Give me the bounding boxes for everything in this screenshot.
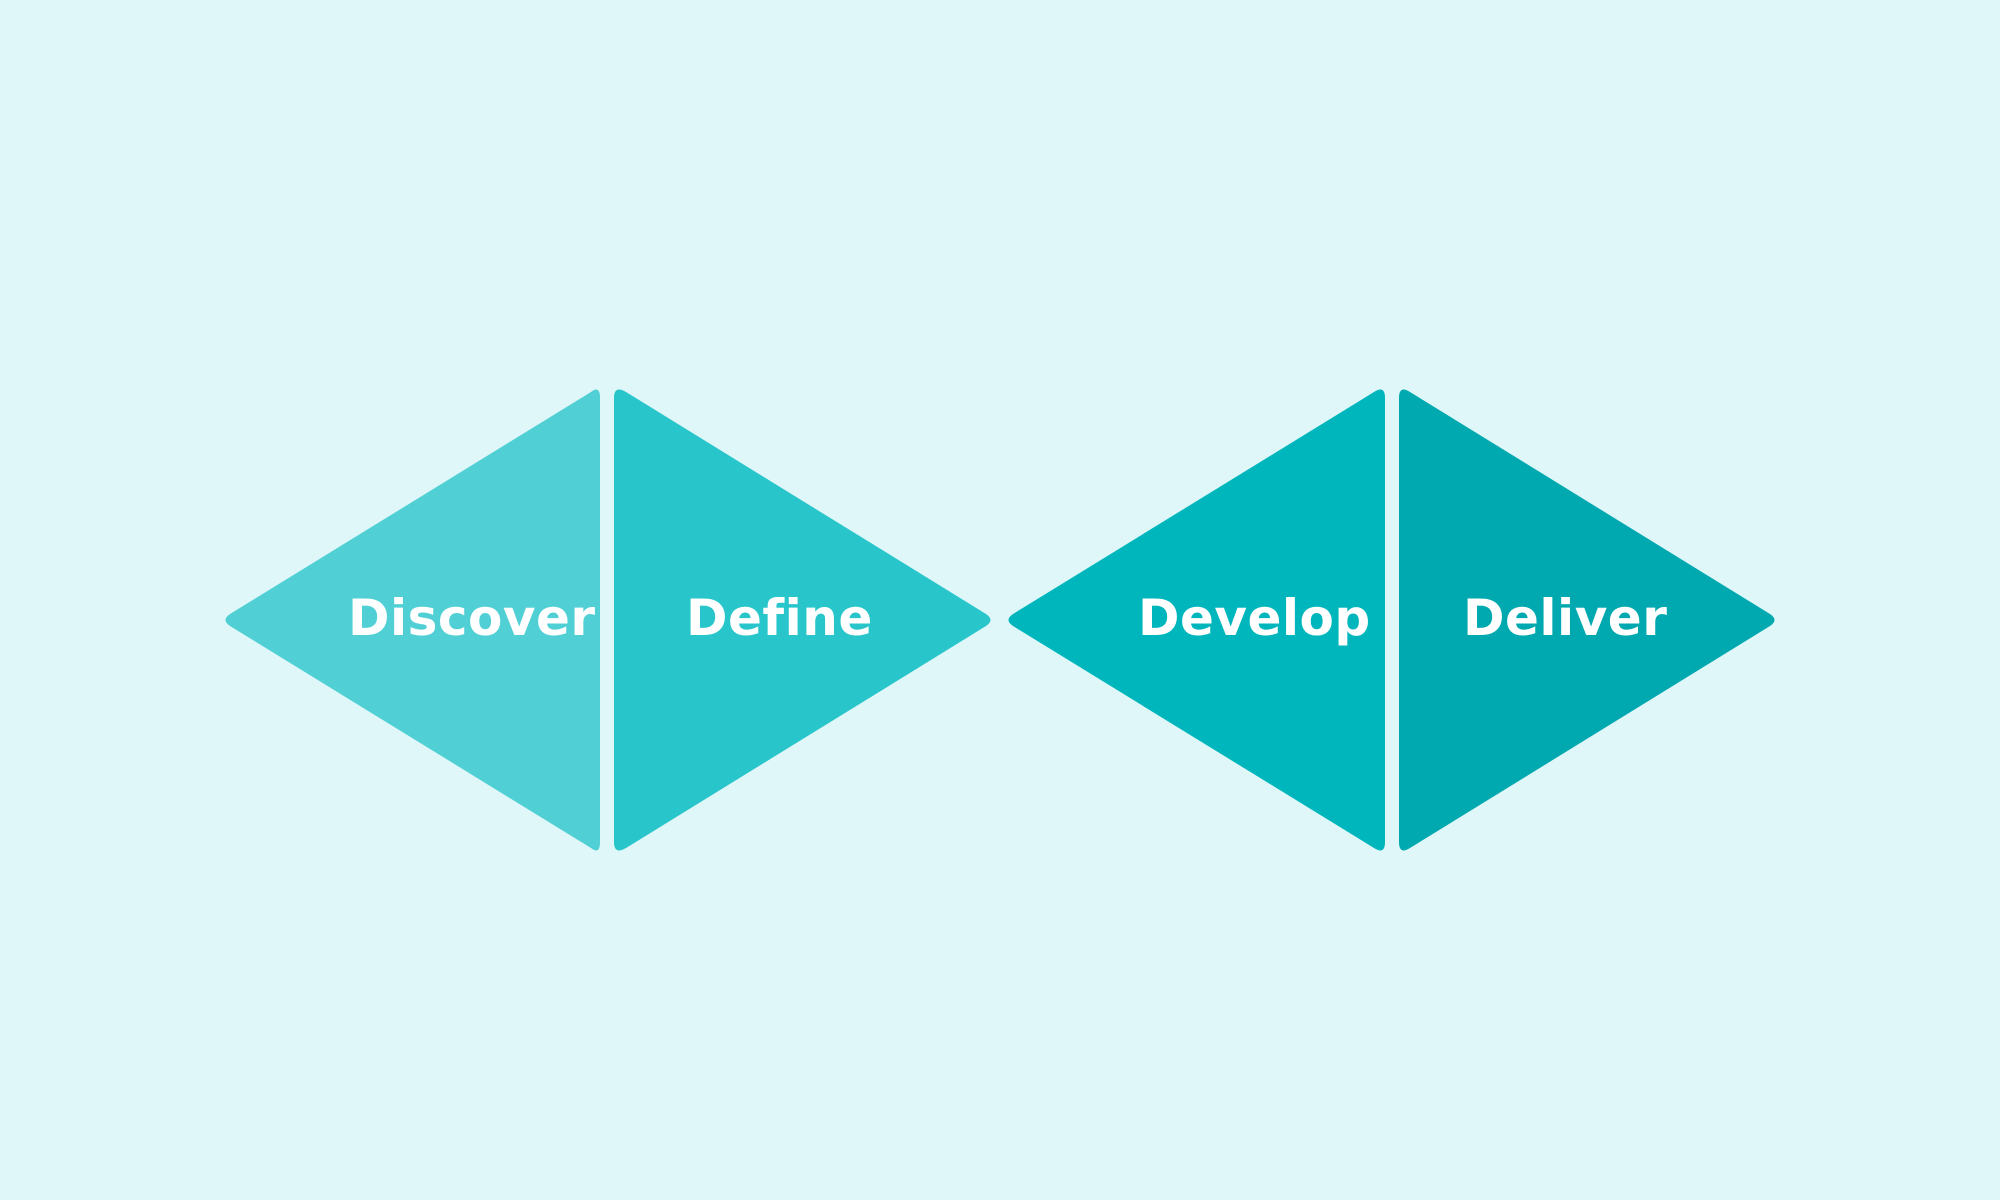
deliver-label: Deliver [1463, 589, 1668, 647]
discover-label: Discover [348, 589, 596, 647]
define-triangle [614, 389, 991, 851]
develop-triangle [1008, 389, 1385, 851]
develop-label: Develop [1138, 589, 1371, 647]
deliver-triangle [1399, 389, 1775, 851]
define-label: Define [686, 589, 873, 647]
discover-triangle [225, 389, 600, 851]
